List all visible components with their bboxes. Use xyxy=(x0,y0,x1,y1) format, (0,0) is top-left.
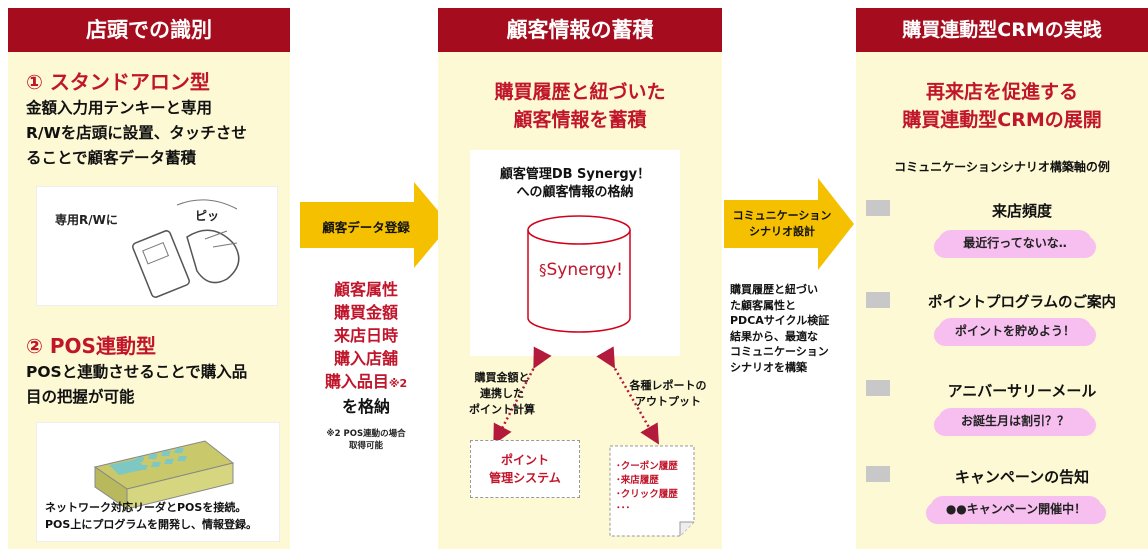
scenario-item-bubble: お誕生月は割引？？ xyxy=(940,410,1090,432)
stored-attribute: 来店日時 xyxy=(333,326,398,345)
scenario-description: 購買履歴と紐づい た顧客属性と PDCAサイクル検証 結果から、最適な コミュニ… xyxy=(730,282,829,375)
scenario-item-label: アニバーサリーメール xyxy=(947,382,1097,400)
synergy-swirl-icon: § xyxy=(539,261,547,279)
scenario-item-label: 来店頻度 xyxy=(991,202,1052,220)
note-mark: ※2 xyxy=(388,377,408,390)
arrow-scenario-line: コミュニケーション xyxy=(732,209,832,222)
database-cylinder-icon xyxy=(527,215,631,333)
pos-description: POSと連動させることで購入品 目の把握が可能 xyxy=(26,360,247,410)
footnote-line: 取得可能 xyxy=(348,441,383,451)
scenario-desc-line: た顧客属性と xyxy=(730,298,796,312)
scenario-desc-line: PDCAサイクル検証 xyxy=(730,314,830,327)
scenario-item-bubble: ●●キャンペーン開催中！ xyxy=(932,498,1100,520)
point-calc-label: 購買金額と 連携した ポイント計算 xyxy=(462,370,542,418)
mail-icon xyxy=(866,380,890,396)
column-crm-practice xyxy=(856,8,1148,549)
point-system-box: ポイント 管理システム xyxy=(470,440,580,498)
report-item: ･来店履歴 xyxy=(616,475,659,486)
mail-icon xyxy=(866,292,890,308)
scenario-item-label: ポイントプログラムのご案内 xyxy=(927,295,1117,311)
arrow-data-registration xyxy=(300,182,450,268)
arrow-scenario-design xyxy=(724,178,854,270)
pos-title: ② POS連動型 xyxy=(26,334,156,358)
standalone-description: 金額入力用テンキーと専用 R/Wを店頭に設置、タッチさせ ることで顧客データ蓄積 xyxy=(26,96,247,171)
standalone-desc-line: ることで顧客データ蓄積 xyxy=(26,149,197,167)
scenario-item-bubble: ポイントを貯めよう！ xyxy=(940,320,1090,342)
stored-attribute: 購買金額 xyxy=(333,303,398,322)
header-customer-accumulation: 顧客情報の蓄積 xyxy=(438,8,722,52)
crm-title-line: 購買連動型CRMの展開 xyxy=(902,109,1102,131)
accumulation-title-line: 購買履歴と紐づいた xyxy=(494,81,666,103)
reader-illustration-bubble: ピッ xyxy=(195,209,220,223)
crm-title-line: 再来店を促進する xyxy=(925,81,1078,103)
stored-attribute: 顧客属性 xyxy=(333,280,398,299)
report-output-line: 各種レポートの xyxy=(629,379,707,392)
scenario-desc-line: コミュニケーション xyxy=(730,345,829,358)
header-crm-practice: 購買連動型CRMの実践 xyxy=(856,8,1148,52)
mail-icon xyxy=(866,200,890,216)
point-calc-line: ポイント計算 xyxy=(469,403,535,416)
dotted-links xyxy=(493,346,660,445)
arrow-scenario-design-label: コミュニケーション シナリオ設計 xyxy=(724,208,840,240)
store-text: を格納 xyxy=(341,397,390,416)
synergy-logo-text: Synergy! xyxy=(546,260,623,280)
scenario-item-label: キャンペーンの告知 xyxy=(954,468,1090,486)
report-item: ･･･ xyxy=(616,503,631,514)
synergy-logo: §Synergy! xyxy=(534,260,628,280)
footnote: ※2 POS連動の場合 取得可能 xyxy=(300,428,432,452)
crm-title: 再来店を促進する 購買連動型CRMの展開 xyxy=(856,78,1148,134)
stored-attribute: 購入店舗 xyxy=(333,349,398,368)
pos-caption: ネットワーク対応リーダとPOSを接続。 POS上にプログラムを開発し、情報登録。 xyxy=(45,499,257,533)
scenario-desc-line: シナリオを構築 xyxy=(730,360,807,374)
report-output-label: 各種レポートの アウトプット xyxy=(618,378,718,410)
standalone-title: ① スタンドアロン型 xyxy=(26,70,210,94)
point-system-label: ポイント 管理システム xyxy=(471,451,579,487)
accumulation-title: 購買履歴と紐づいた 顧客情報を蓄積 xyxy=(438,78,722,134)
pos-caption-line: ネットワーク対応リーダとPOSを接続。 xyxy=(45,501,247,514)
mail-icon xyxy=(866,466,890,482)
scenario-item-bubble: 最近行ってないな‥ xyxy=(940,232,1090,254)
hand-reader-icon xyxy=(132,199,240,298)
arrow-scenario-line: シナリオ設計 xyxy=(749,225,815,238)
footnote-line: ※2 POS連動の場合 xyxy=(326,429,406,439)
point-calc-line: 連携した xyxy=(480,387,524,400)
pos-caption-line: POS上にプログラムを開発し、情報登録。 xyxy=(45,518,258,531)
reader-illustration-label: 専用R/Wに xyxy=(55,213,118,227)
scenario-desc-line: 購買履歴と紐づい xyxy=(730,283,818,296)
crm-subtitle: コミュニケーションシナリオ構築軸の例 xyxy=(894,160,1110,174)
db-caption-line: 顧客管理DB Synergy！ xyxy=(499,167,651,182)
db-caption: 顧客管理DB Synergy！ への顧客情報の格納 xyxy=(470,166,680,202)
point-calc-line: 購買金額と xyxy=(474,371,530,384)
stored-attribute: 購入品目 xyxy=(324,372,389,391)
point-system-line: 管理システム xyxy=(489,471,561,485)
db-caption-line: への顧客情報の格納 xyxy=(516,185,634,200)
report-item: ･クーポン履歴 xyxy=(616,461,678,472)
header-store-identification: 店頭での識別 xyxy=(8,8,290,52)
standalone-desc-line: 金額入力用テンキーと専用 xyxy=(26,99,213,117)
pos-desc-line: POSと連動させることで購入品 xyxy=(26,363,248,381)
report-output-line: アウトプット xyxy=(635,395,701,408)
stored-attributes-list: 顧客属性 購買金額 来店日時 購入店舗 購入品目※2 を格納 xyxy=(300,278,432,418)
accumulation-title-line: 顧客情報を蓄積 xyxy=(513,109,647,131)
pos-desc-line: 目の把握が可能 xyxy=(26,388,135,406)
pos-illustration: ネットワーク対応リーダとPOSを接続。 POS上にプログラムを開発し、情報登録。 xyxy=(36,422,280,542)
arrow-data-registration-label: 顧客データ登録 xyxy=(322,220,410,235)
cash-register-icon xyxy=(93,440,235,510)
reader-illustration: 専用R/Wに ピッ xyxy=(36,186,278,306)
report-item: ･クリック履歴 xyxy=(616,489,678,500)
standalone-desc-line: R/Wを店頭に設置、タッチさせ xyxy=(26,124,247,142)
point-system-line: ポイント xyxy=(500,453,549,467)
report-document-icon xyxy=(609,445,695,537)
report-items: ･クーポン履歴 ･来店履歴 ･クリック履歴 ･･･ xyxy=(616,460,678,516)
scenario-desc-line: 結果から、最適な xyxy=(730,329,818,343)
